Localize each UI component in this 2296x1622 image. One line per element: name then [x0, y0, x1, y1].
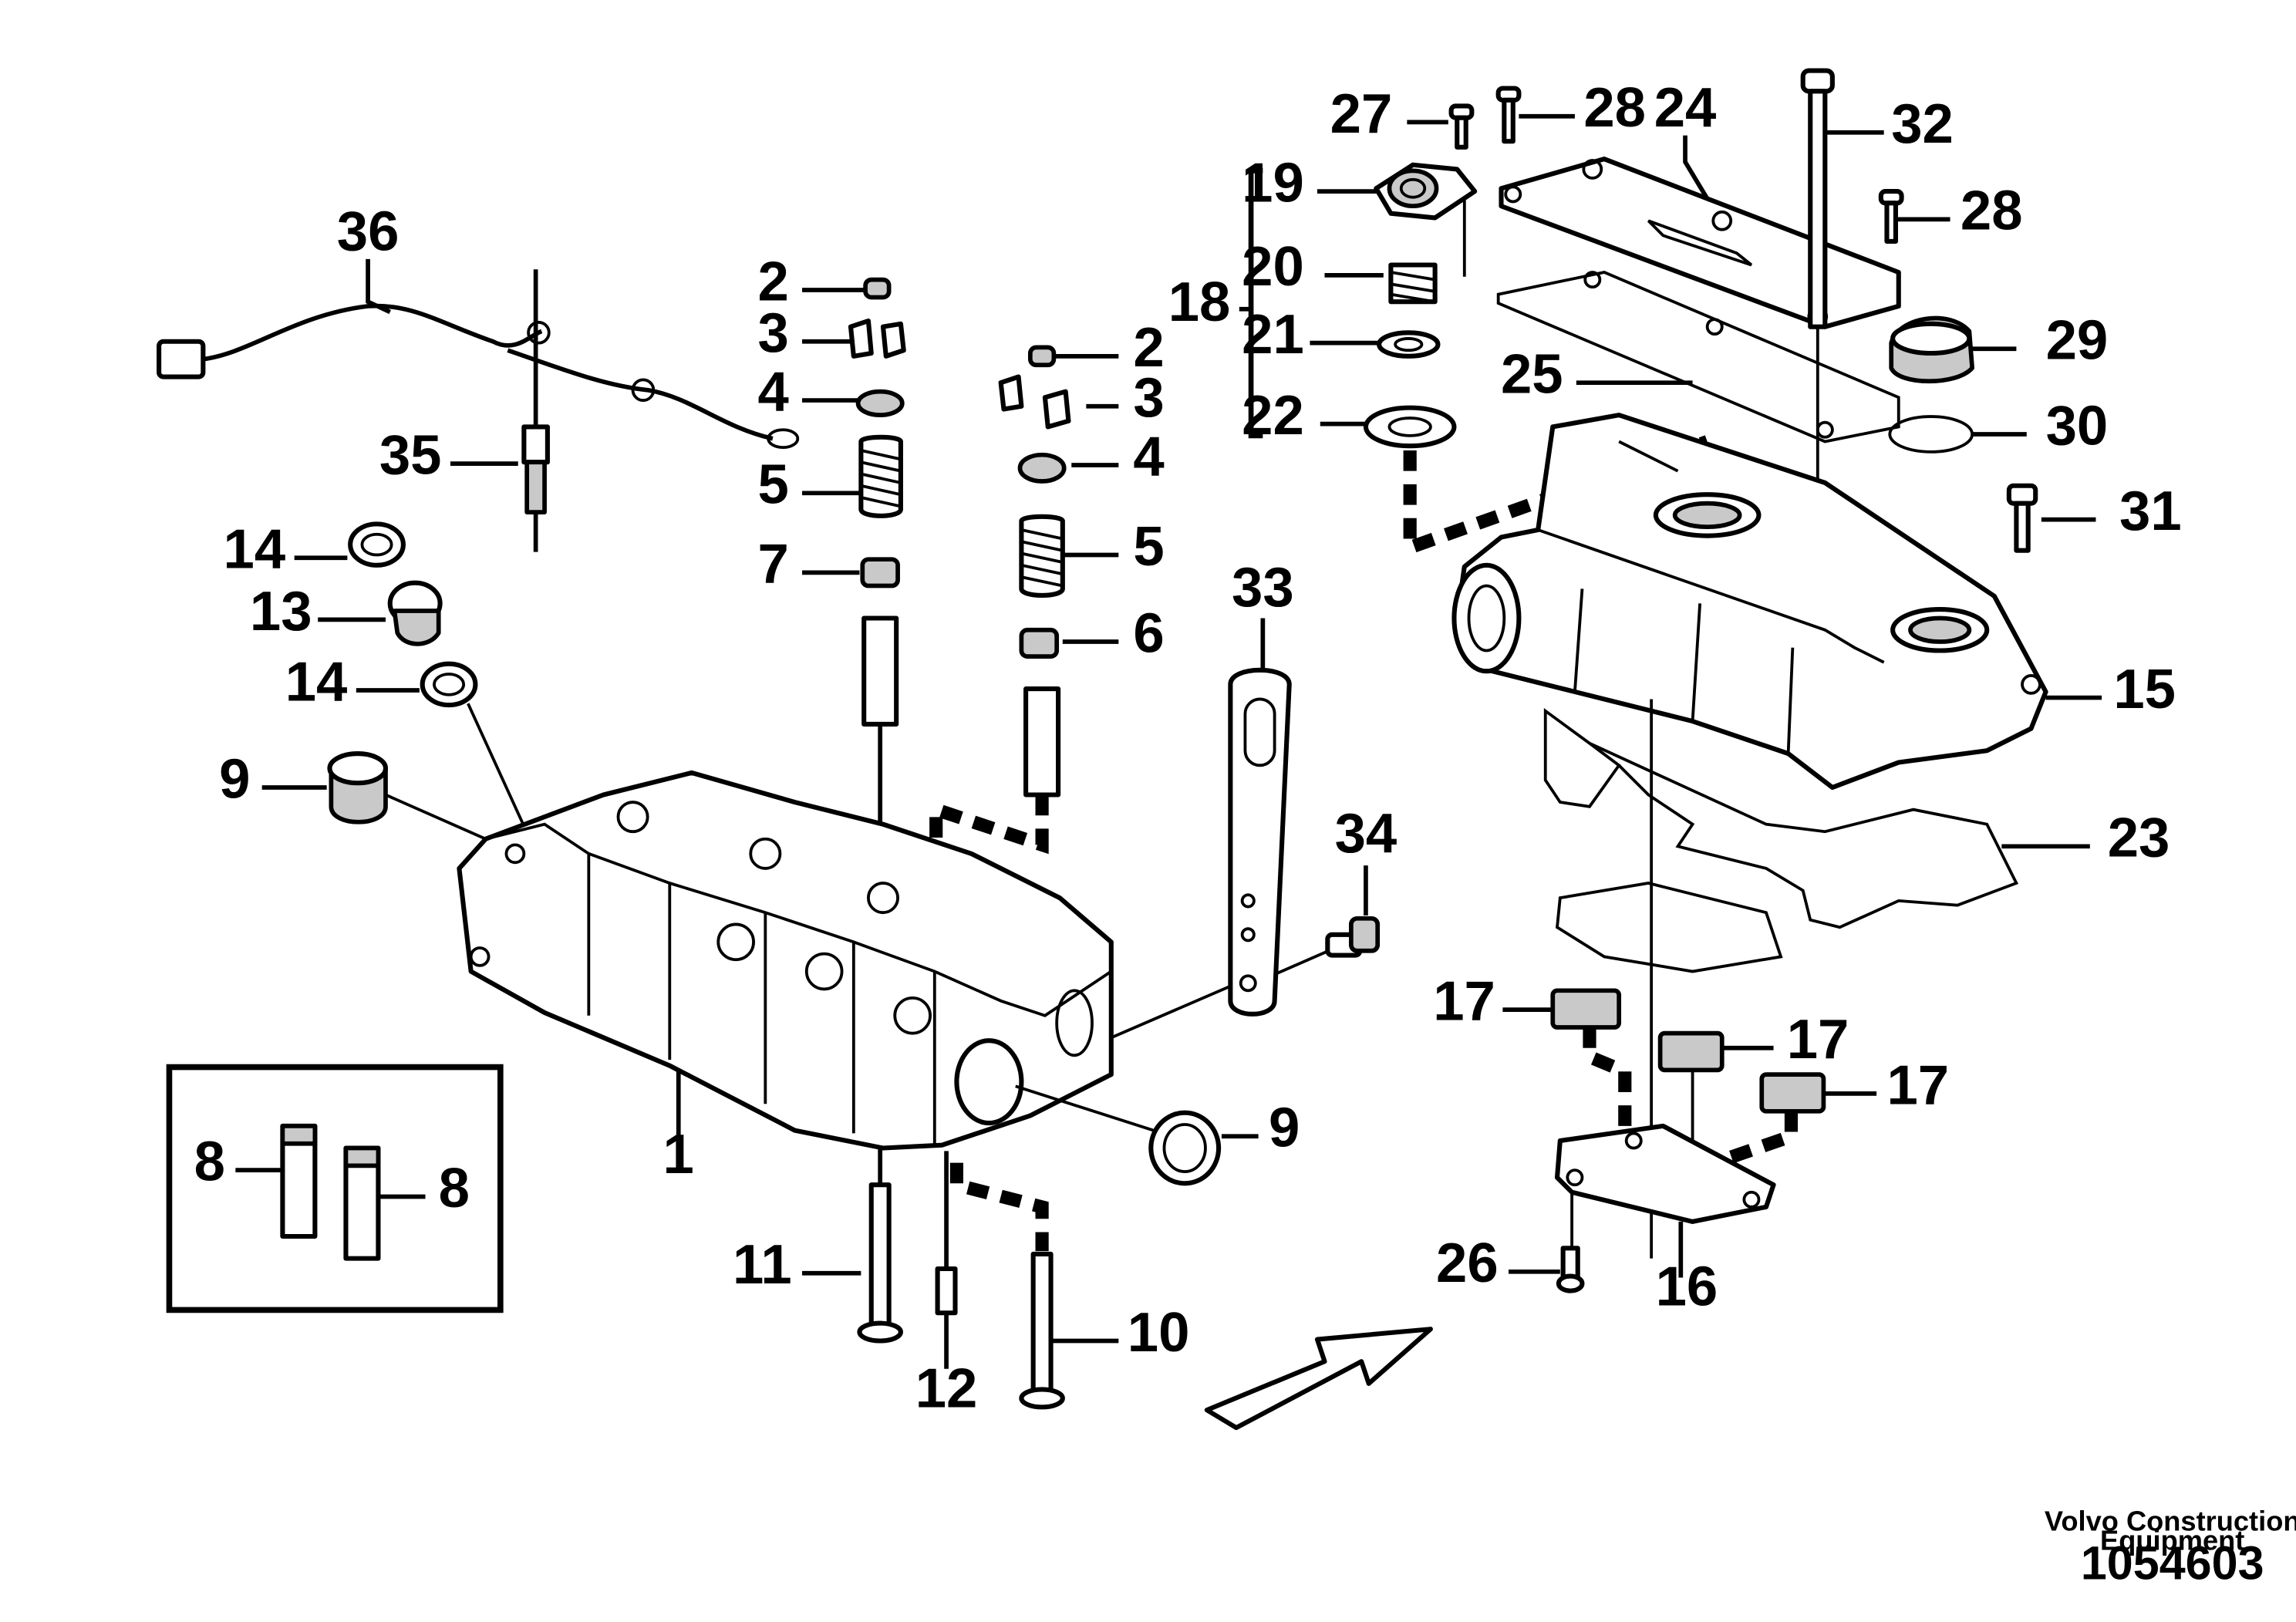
- brand-line-1: Volvo Construction: [2045, 1506, 2296, 1537]
- glow-plug: [521, 269, 550, 552]
- callout-17-right: 17: [1886, 1054, 1949, 1116]
- callout-2-left: 2: [758, 250, 789, 312]
- direction-arrow: [1204, 1327, 1433, 1431]
- valve-guide-inset: [166, 1064, 504, 1313]
- callout-22: 22: [1242, 384, 1304, 447]
- callout-25: 25: [1501, 343, 1563, 406]
- core-plug-left: [327, 751, 487, 841]
- callout-36: 36: [337, 200, 400, 262]
- plate-16: [1554, 1123, 1776, 1252]
- pads-17: [1550, 988, 1826, 1169]
- gasket-25: [1496, 271, 1900, 443]
- callout-33: 33: [1232, 556, 1294, 619]
- callout-7: 7: [758, 533, 789, 595]
- callout-35: 35: [379, 423, 442, 486]
- callout-5-right: 5: [1133, 515, 1164, 578]
- callout-28-lower: 28: [1961, 180, 2023, 242]
- callout-24: 24: [1654, 76, 1717, 139]
- callout-14-upper: 14: [224, 518, 286, 581]
- leader-lines: [235, 113, 2102, 1369]
- callout-19: 19: [1242, 151, 1304, 214]
- callout-21: 21: [1242, 303, 1304, 366]
- callout-16: 16: [1656, 1256, 1718, 1318]
- callout-20: 20: [1242, 235, 1304, 298]
- callout-10: 10: [1128, 1301, 1190, 1364]
- manifold-15: [1451, 413, 2048, 791]
- callout-numbers: 36 35 14 13 14 9 9 2 3 4 5 7 2 3 4 5 6 1…: [194, 76, 2182, 1419]
- head-bolts: [857, 1148, 1065, 1410]
- callout-28-upper: 28: [1583, 76, 1646, 139]
- callout-13: 13: [250, 580, 312, 642]
- bolt-34: [1325, 916, 1381, 958]
- cover-24: [1499, 157, 1901, 329]
- callout-34: 34: [1335, 802, 1397, 865]
- callout-11: 11: [733, 1233, 792, 1296]
- bolt-32: [1800, 68, 1835, 677]
- callout-4-right: 4: [1133, 425, 1164, 487]
- callout-23: 23: [2108, 807, 2170, 869]
- callout-31: 31: [2119, 480, 2182, 542]
- brand-line-2: Equipment: [2100, 1524, 2244, 1556]
- document-number: 1054603: [2081, 1537, 2264, 1590]
- callout-3-right: 3: [1133, 366, 1164, 429]
- callout-32: 32: [1891, 93, 1954, 155]
- callout-4-left: 4: [758, 360, 789, 423]
- oil-cap: [1888, 315, 1975, 454]
- core-plug-right: [1148, 1110, 1222, 1186]
- callout-8-left: 8: [194, 1130, 225, 1192]
- bolt-26: [1556, 1246, 1585, 1293]
- cylinder-head: [457, 770, 1164, 1151]
- callout-2-right: 2: [1133, 316, 1164, 379]
- callout-29: 29: [2046, 309, 2109, 372]
- bolt-28a: [1495, 86, 1522, 144]
- callout-8-right: 8: [439, 1157, 470, 1219]
- bolt-28b: [1878, 189, 1904, 244]
- callout-9-right: 9: [1269, 1097, 1300, 1159]
- callout-17-left: 17: [1433, 969, 1495, 1032]
- lifting-bracket: [1111, 667, 1333, 1040]
- seal-rings: [348, 521, 531, 840]
- bolt-31: [2006, 483, 2038, 553]
- callout-15: 15: [2113, 658, 2176, 720]
- callout-12: 12: [915, 1357, 978, 1419]
- bolt-27: [1448, 103, 1475, 150]
- callout-6: 6: [1133, 602, 1164, 664]
- callout-5-left: 5: [758, 454, 789, 516]
- callout-3-left: 3: [758, 302, 789, 364]
- callout-1: 1: [663, 1123, 694, 1185]
- callout-17-middle: 17: [1787, 1008, 1849, 1071]
- footer-brand: Volvo Construction Equipment 1054603: [2045, 1506, 2296, 1590]
- callout-14-lower: 14: [285, 650, 348, 713]
- callout-9-left: 9: [219, 747, 250, 810]
- gasket-23: [1543, 707, 2019, 973]
- callout-30: 30: [2046, 394, 2109, 457]
- callout-26: 26: [1436, 1232, 1499, 1294]
- callout-27: 27: [1330, 83, 1393, 145]
- callout-18: 18: [1168, 271, 1231, 333]
- wiring-harness: [157, 303, 800, 450]
